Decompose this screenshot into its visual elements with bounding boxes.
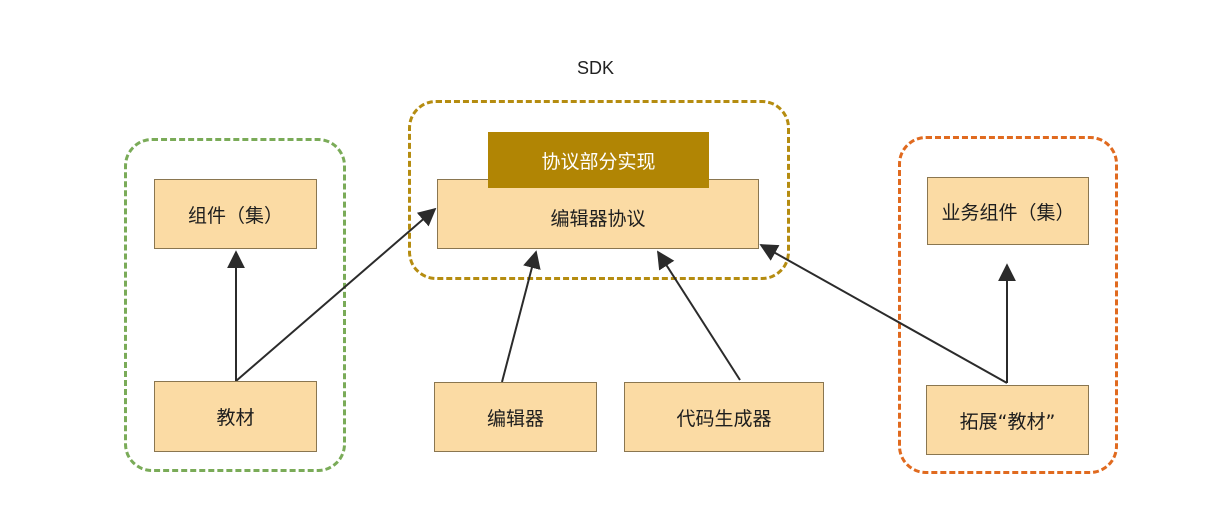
node-ext-material-label: 拓展“教材” <box>959 410 1056 433</box>
banner-protocol-impl-label: 协议部分实现 <box>541 150 656 173</box>
node-biz-components: 业务组件（集） <box>927 177 1089 245</box>
sdk-group-container <box>408 100 790 280</box>
node-ext-material: 拓展“教材” <box>926 385 1089 455</box>
node-components: 组件（集） <box>154 179 317 249</box>
banner-protocol-impl: 协议部分实现 <box>488 132 709 188</box>
node-editor-protocol-label: 编辑器协议 <box>550 207 646 230</box>
node-editor-label: 编辑器 <box>486 407 544 430</box>
sdk-group-label: SDK <box>577 58 615 78</box>
node-components-label: 组件（集） <box>187 204 283 227</box>
node-editor: 编辑器 <box>434 382 597 452</box>
node-material-label: 教材 <box>216 407 255 429</box>
node-codegen-label: 代码生成器 <box>676 407 772 430</box>
node-editor-protocol: 编辑器协议 <box>437 179 759 249</box>
node-codegen: 代码生成器 <box>624 382 824 452</box>
node-biz-components-label: 业务组件（集） <box>941 201 1075 224</box>
node-material: 教材 <box>154 381 317 452</box>
